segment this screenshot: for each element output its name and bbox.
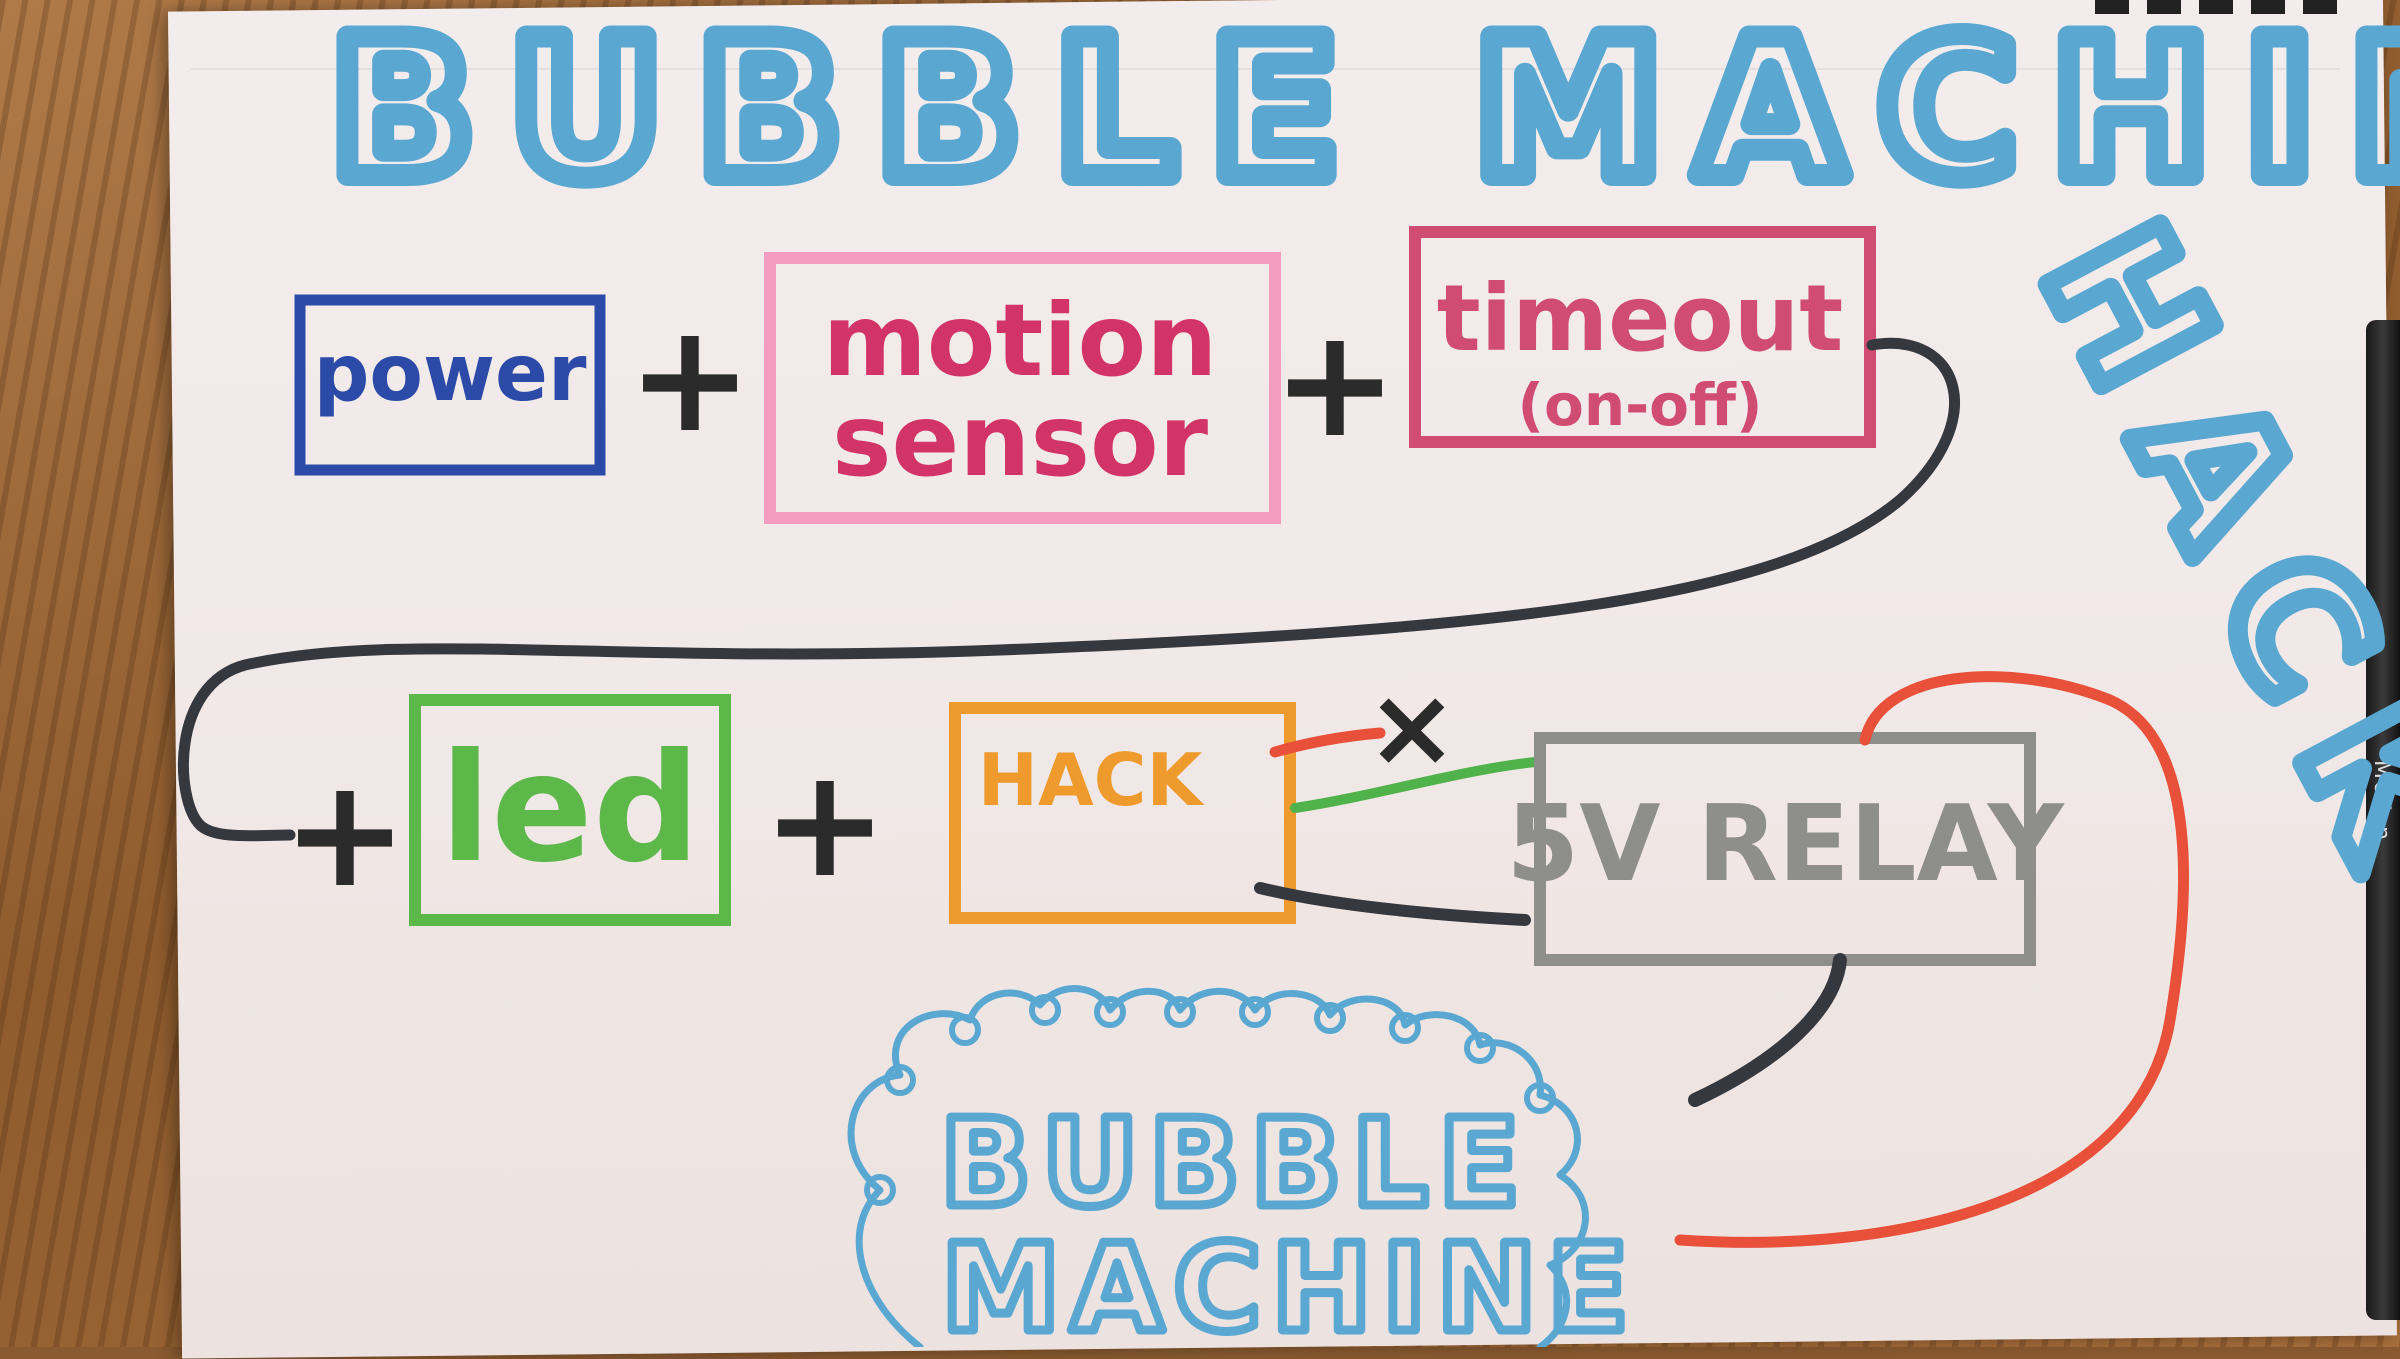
bubble-machine-label-line2: MACHINE bbox=[941, 1220, 1639, 1347]
motion-sensor-box bbox=[764, 252, 1281, 524]
power-label: power bbox=[314, 329, 587, 419]
wire-green bbox=[1290, 757, 1540, 813]
power-box bbox=[294, 294, 606, 476]
hack-box bbox=[949, 702, 1296, 924]
cloud-curl bbox=[1164, 996, 1196, 1028]
cloud-curl bbox=[884, 1064, 916, 1096]
cloud-curl bbox=[1524, 1082, 1556, 1114]
timeout-box bbox=[1409, 226, 1876, 448]
plus-operator-2: + bbox=[1272, 297, 1398, 471]
wire-red-cut bbox=[1269, 727, 1386, 758]
notebook-binding bbox=[2095, 0, 2345, 14]
marker-pen-label: McKen bbox=[2369, 760, 2394, 842]
led-box bbox=[409, 694, 731, 926]
wire-red-relay-to-bubble-machine bbox=[1674, 671, 2189, 1248]
timeout-label-line1: timeout bbox=[1437, 265, 1843, 372]
wire-timeout-to-led bbox=[177, 337, 1960, 842]
cloud-curl bbox=[1239, 996, 1271, 1028]
cloud-curl bbox=[1314, 1002, 1346, 1034]
cloud-curl bbox=[1389, 1012, 1421, 1044]
diagram-title: BUBBLE MACHINE bbox=[330, 0, 2400, 220]
cloud-curl bbox=[949, 1014, 981, 1046]
wire-black-relay-to-bubble-machine bbox=[1688, 953, 1847, 1107]
relay-label: 5V RELAY bbox=[1506, 783, 2066, 905]
cloud-curl bbox=[864, 1174, 896, 1206]
cloud-curl bbox=[1464, 1032, 1496, 1064]
cut-x-mark: × bbox=[1366, 663, 1458, 791]
relay-box bbox=[1534, 732, 2036, 966]
wire-black-hack-to-relay bbox=[1254, 882, 1531, 926]
timeout-label-line2: (on-off) bbox=[1517, 371, 1762, 439]
led-label: led bbox=[440, 722, 701, 896]
cloud-curl bbox=[1094, 996, 1126, 1028]
paper-fold-line bbox=[190, 68, 2340, 70]
plus-operator-4: + bbox=[762, 737, 888, 911]
plus-operator-1: + bbox=[627, 292, 753, 466]
hack-label: HACK bbox=[978, 738, 1205, 822]
motion-sensor-label-line2: sensor bbox=[832, 382, 1209, 499]
motion-sensor-label-line1: motion bbox=[823, 282, 1218, 399]
marker-pen bbox=[2366, 320, 2400, 1320]
cloud-curls bbox=[864, 994, 1556, 1206]
cloud-curl bbox=[1029, 994, 1061, 1026]
bubble-machine-label-line1: BUBBLE bbox=[940, 1095, 1530, 1234]
plus-operator-3: + bbox=[282, 747, 408, 921]
